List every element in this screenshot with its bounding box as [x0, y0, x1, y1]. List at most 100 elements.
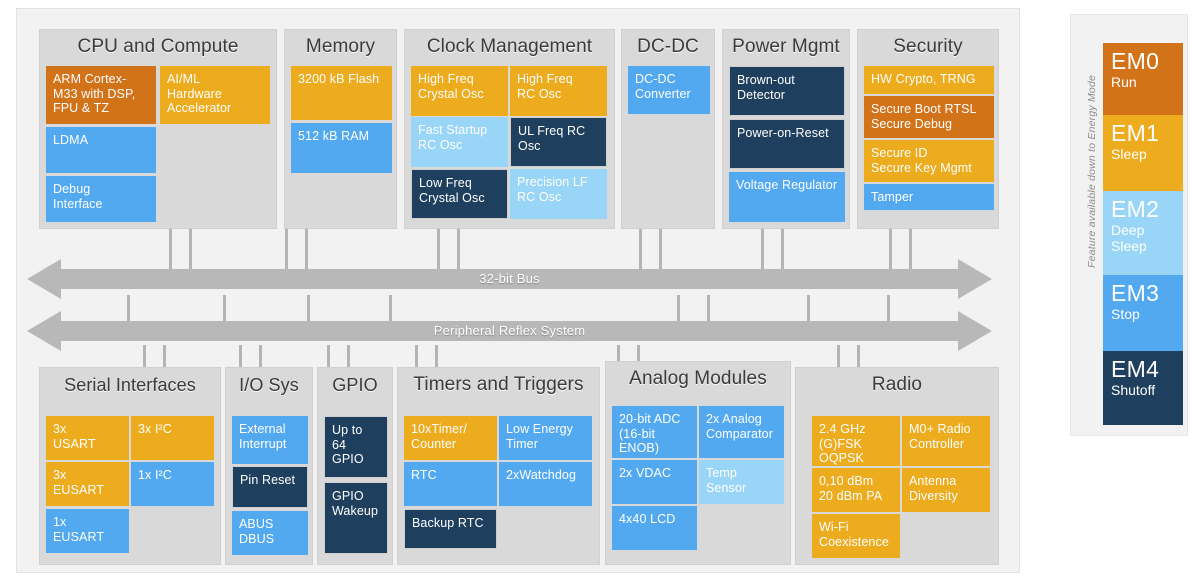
legend-em-number: EM0	[1111, 48, 1160, 74]
connector-stub	[189, 229, 192, 269]
block-24ghz-gfsk-oqpsk[interactable]: 2.4 GHz (G)FSK OQPSK	[812, 416, 900, 466]
connector-stub	[239, 345, 242, 369]
block-secure-id-key-mgmt[interactable]: Secure ID Secure Key Mgmt	[864, 140, 994, 182]
block-aiml-accelerator[interactable]: AI/ML Hardware Accelerator	[160, 66, 270, 124]
legend-em-sub: Stop	[1111, 306, 1140, 322]
block-brown-out-detector[interactable]: Brown-out Detector	[729, 66, 845, 116]
block-backup-rtc[interactable]: Backup RTC	[404, 509, 497, 549]
block-external-interrupt[interactable]: External Interrupt	[232, 416, 308, 464]
block-3x-i2c[interactable]: 3x I²C	[131, 416, 214, 460]
block-20bit-adc[interactable]: 20-bit ADC (16-bit ENOB)	[612, 406, 697, 458]
block-ram[interactable]: 512 kB RAM	[291, 123, 392, 173]
legend-item-em4[interactable]: EM4 Shutoff	[1103, 351, 1183, 425]
connector-stub	[857, 345, 860, 369]
block-arm-cortex-m33[interactable]: ARM Cortex- M33 with DSP, FPU & TZ	[46, 66, 156, 124]
block-gpio-wakeup[interactable]: GPIO Wakeup	[324, 482, 388, 554]
panel-security: Security HW Crypto, TRNG Secure Boot RTS…	[857, 29, 999, 229]
panel-blocks: External Interrupt Pin Reset ABUS DBUS	[232, 416, 308, 558]
block-flash[interactable]: 3200 kB Flash	[291, 66, 392, 120]
block-10x-timer-counter[interactable]: 10xTimer/ Counter	[404, 416, 497, 460]
legend-em-number: EM4	[1111, 356, 1160, 382]
connector-stub	[637, 345, 640, 367]
panel-gpio: GPIO Up to 64 GPIO GPIO Wakeup	[317, 367, 393, 565]
connector-stub	[807, 295, 810, 321]
connector-stub	[909, 229, 912, 269]
chip-frame: CPU and Compute ARM Cortex- M33 with DSP…	[16, 8, 1020, 573]
panel-title: Radio	[871, 374, 923, 395]
block-wifi-coexistence[interactable]: Wi-Fi Coexistence	[812, 514, 900, 558]
block-ul-freq-rc-osc[interactable]: UL Freq RC Osc	[510, 117, 607, 167]
block-rtc[interactable]: RTC	[404, 462, 497, 506]
block-1x-i2c[interactable]: 1x I²C	[131, 462, 214, 506]
panel-title: CPU and Compute	[77, 36, 239, 57]
block-precision-lf-rc-osc[interactable]: Precision LF RC Osc	[510, 169, 607, 219]
connector-stub	[639, 229, 642, 269]
panel-title: Clock Management	[426, 36, 593, 57]
connector-stub	[127, 295, 130, 321]
panel-title: Memory	[305, 36, 376, 57]
block-low-freq-crystal-osc[interactable]: Low Freq Crystal Osc	[411, 169, 508, 219]
block-up-to-64-gpio[interactable]: Up to 64 GPIO	[324, 416, 388, 478]
block-3x-eusart[interactable]: 3x EUSART	[46, 462, 129, 506]
block-tamper[interactable]: Tamper	[864, 184, 994, 210]
block-m0-radio-controller[interactable]: M0+ Radio Controller	[902, 416, 990, 466]
block-pin-reset[interactable]: Pin Reset	[232, 466, 308, 508]
energy-mode-legend: Feature available down to Energy Mode EM…	[1070, 14, 1188, 436]
block-hw-crypto-trng[interactable]: HW Crypto, TRNG	[864, 66, 994, 94]
legend-item-em0[interactable]: EM0 Run	[1103, 43, 1183, 115]
block-3x-usart[interactable]: 3x USART	[46, 416, 129, 460]
panel-memory: Memory 3200 kB Flash 512 kB RAM	[284, 29, 397, 229]
block-debug-interface[interactable]: Debug Interface	[46, 176, 156, 222]
panel-blocks: 3x USART 3x I²C 3x EUSART 1x I²C 1x EUSA…	[46, 416, 214, 558]
block-2x-vdac[interactable]: 2x VDAC	[612, 460, 697, 504]
panel-blocks: 2.4 GHz (G)FSK OQPSK M0+ Radio Controlle…	[802, 416, 992, 558]
block-4x40-lcd[interactable]: 4x40 LCD	[612, 506, 697, 550]
panel-blocks: ARM Cortex- M33 with DSP, FPU & TZ AI/ML…	[46, 66, 270, 222]
legend-item-em2[interactable]: EM2 Deep Sleep	[1103, 191, 1183, 275]
block-antenna-diversity[interactable]: Antenna Diversity	[902, 468, 990, 512]
panel-blocks: DC-DC Converter	[628, 66, 710, 222]
legend-em-sub: Shutoff	[1111, 382, 1156, 398]
block-high-freq-crystal-osc[interactable]: High Freq Crystal Osc	[411, 66, 508, 116]
block-abus-dbus[interactable]: ABUS DBUS	[232, 511, 308, 555]
block-power-on-reset[interactable]: Power-on-Reset	[729, 119, 845, 169]
legend-em-number: EM1	[1111, 120, 1160, 146]
panel-title: Security	[893, 36, 963, 57]
panel-title: DC-DC	[637, 36, 699, 57]
block-1x-eusart[interactable]: 1x EUSART	[46, 509, 129, 553]
block-pa-output-power[interactable]: 0,10 dBm 20 dBm PA	[812, 468, 900, 512]
bus-arrow-shape	[27, 259, 992, 299]
bus-32bit: 32-bit Bus	[27, 257, 992, 301]
panel-title: Power Mgmt	[732, 36, 840, 57]
legend-em-number: EM2	[1111, 196, 1160, 222]
bus-peripheral-reflex: Peripheral Reflex System	[27, 309, 992, 353]
block-fast-startup-rc-osc[interactable]: Fast Startup RC Osc	[411, 117, 508, 167]
connector-stub	[389, 295, 392, 321]
panel-serial-interfaces: Serial Interfaces 3x USART 3x I²C 3x EUS…	[39, 367, 221, 565]
legend-em-number: EM3	[1111, 280, 1160, 306]
legend-item-em1[interactable]: EM1 Sleep	[1103, 115, 1183, 191]
connector-stub	[887, 295, 890, 321]
legend-em-sub: Sleep	[1111, 146, 1147, 162]
block-low-energy-timer[interactable]: Low Energy Timer	[499, 416, 592, 460]
connector-stub	[781, 229, 784, 269]
block-temp-sensor[interactable]: Temp Sensor	[699, 460, 784, 504]
connector-stub	[143, 345, 146, 369]
block-dc-dc-converter[interactable]: DC-DC Converter	[628, 66, 710, 114]
connector-stub	[617, 345, 620, 367]
block-2x-watchdog[interactable]: 2xWatchdog	[499, 462, 592, 506]
panel-title: Timers and Triggers	[413, 374, 584, 395]
connector-stub	[223, 295, 226, 321]
block-ldma[interactable]: LDMA	[46, 127, 156, 173]
connector-stub	[437, 229, 440, 269]
panel-blocks: 3200 kB Flash 512 kB RAM	[291, 66, 392, 222]
block-voltage-regulator[interactable]: Voltage Regulator	[729, 172, 845, 222]
block-2x-analog-comparator[interactable]: 2x Analog Comparator	[699, 406, 784, 458]
connector-stub	[889, 229, 892, 269]
block-secure-boot-rtsl[interactable]: Secure Boot RTSL Secure Debug	[864, 96, 994, 138]
connector-stub	[761, 229, 764, 269]
legend-item-em3[interactable]: EM3 Stop	[1103, 275, 1183, 351]
panel-title: I/O Sys	[239, 375, 299, 395]
block-high-freq-rc-osc[interactable]: High Freq RC Osc	[510, 66, 607, 116]
